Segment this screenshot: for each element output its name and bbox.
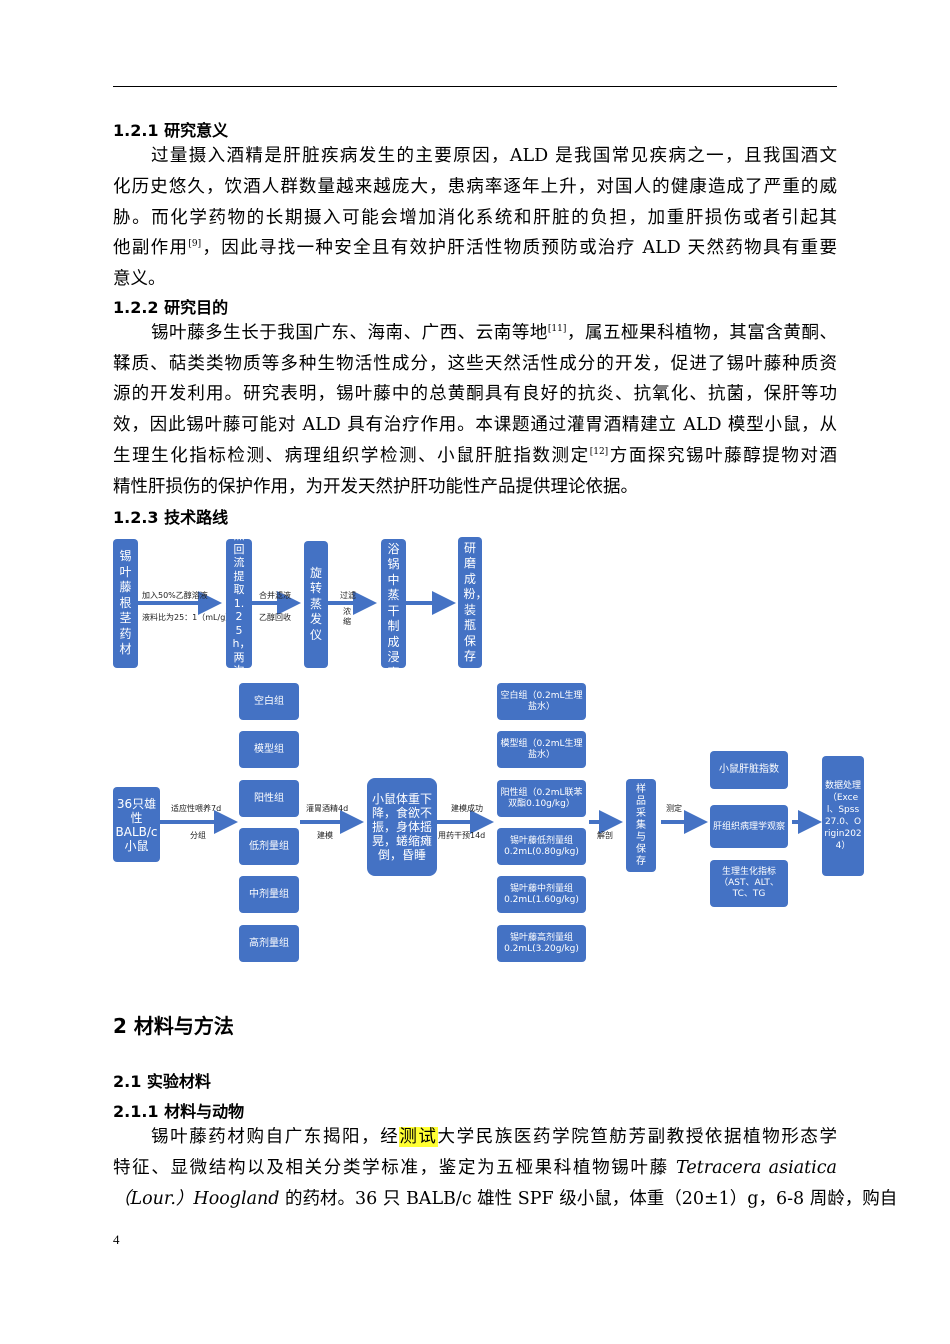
para-line: 胁。而化学药物的长期摄入可能会增加消化系统和肝脏的负担，加重肝损伤或者引起其	[113, 208, 837, 228]
citation-9: [9]	[188, 239, 202, 249]
label-dissect: 解剖	[597, 831, 613, 840]
box-treat-mid: 锡叶藤中剂量组0.2mL(1.60g/kg)	[497, 876, 586, 913]
box-group-blank: 空白组	[239, 683, 299, 720]
label-treat: 用药干预14d	[438, 831, 486, 840]
box-histopathology: 肝组织病理学观察	[710, 805, 788, 848]
box-water-bath: 水浴锅中蒸干制成浸膏	[381, 526, 406, 680]
box-rotary: 旋转蒸发仪	[304, 541, 328, 668]
heading-1-2-3: 1.2.3 技术路线	[113, 508, 229, 527]
highlight-text: 测试	[399, 1127, 438, 1147]
label-build-model: 建模	[317, 831, 333, 840]
label-concentrate: 浓缩	[343, 607, 351, 626]
para-line: （Lour.）Hoogland 的药材。36 只 BALB/c 雄性 SPF 级…	[113, 1189, 898, 1209]
heading-2-1: 2.1 实验材料	[113, 1072, 211, 1091]
box-sample: 样品采集与保存	[626, 779, 656, 872]
para-line: 效，因此锡叶藤可能对 ALD 具有治疗作用。本课题通过灌胃酒精建立 ALD 模型…	[113, 415, 837, 435]
label-model-success: 建模成功	[451, 804, 483, 813]
box-group-model: 模型组	[239, 731, 299, 768]
heading-1-2-2: 1.2.2 研究目的	[113, 298, 229, 317]
label-combine: 合并滤液	[259, 591, 291, 600]
para-line: 他副作用[9]，因此寻找一种安全且有效护肝活性物质预防或治疗 ALD 天然药物具…	[113, 238, 838, 258]
para-line: 锡叶藤药材购自广东揭阳，经测试大学民族医药学院笪舫芳副教授依据植物形态学	[151, 1127, 838, 1147]
label-adapt: 适应性喂养7d	[171, 804, 222, 813]
label-ethanol: 加入50%乙醇溶液	[142, 591, 208, 600]
para-line: 精性肝损伤的保护作用，为开发天然护肝功能性产品提供理论依据。	[113, 477, 638, 497]
box-group-high: 高剂量组	[239, 925, 299, 962]
box-mice: 36只雄性BALB/c小鼠	[113, 787, 160, 862]
box-biochem: 生理生化指标（AST、ALT、TC、TG	[710, 860, 788, 907]
box-data-processing: 数据处理（Excel、Spss 27.0、Origin2024）	[822, 756, 864, 876]
label-group: 分组	[190, 831, 206, 840]
box-group-positive: 阳性组	[239, 780, 299, 817]
heading-2: 2 材料与方法	[113, 1014, 234, 1038]
para-line: 特征、显微结构以及相关分类学标准，鉴定为五桠果科植物锡叶藤 Tetracera …	[113, 1158, 837, 1178]
heading-2-1-1: 2.1.1 材料与动物	[113, 1102, 245, 1121]
box-herb-material: 锡叶藤根茎药材	[113, 539, 138, 668]
box-treat-blank: 空白组（0.2mL生理盐水）	[497, 683, 586, 720]
citation-11: [11]	[547, 324, 567, 334]
label-measure: 测定	[666, 804, 682, 813]
para-line: 过量摄入酒精是肝脏疾病发生的主要原因，ALD 是我国常见疾病之一，且我国酒文	[151, 146, 837, 166]
box-group-low: 低剂量组	[239, 828, 299, 865]
label-filter: 过滤	[340, 591, 356, 600]
heading-1-2-1: 1.2.1 研究意义	[113, 121, 229, 140]
para-line: 化历史悠久，饮酒人群数量越来越庞大，患病率逐年上升，对国人的健康造成了严重的威	[113, 177, 837, 197]
citation-12: [12]	[589, 447, 609, 457]
para-line: 鞣质、萜类类物质等多种生物活性成分，这些天然活性成分的开发，促进了锡叶藤种质资	[113, 354, 837, 374]
box-group-mid: 中剂量组	[239, 876, 299, 913]
page-number: 4	[113, 1232, 120, 1247]
label-ratio: 液料比为25：1（mL/g）	[142, 613, 234, 622]
box-treat-high: 锡叶藤高剂量组0.2mL(3.20g/kg)	[497, 925, 586, 962]
para-line: 锡叶藤多生长于我国广东、海南、广西、云南等地[11]，属五桠果科植物，其富含黄酮…	[151, 323, 838, 343]
species-author: （Lour.）Hoogland	[113, 1189, 280, 1209]
para-line: 生理生化指标检测、病理组织学检测、小鼠肝脏指数测定[12]方面探究锡叶藤醇提物对…	[113, 446, 838, 466]
label-alcohol: 灌胃酒精4d	[306, 804, 349, 813]
box-treat-model: 模型组（0.2mL生理盐水）	[497, 731, 586, 768]
box-treat-positive: 阳性组（0.2mL联苯双酯0.10g/kg）	[497, 780, 586, 817]
label-recovery: 乙醇回收	[259, 613, 291, 622]
box-treat-low: 锡叶藤低剂量组0.2mL(0.80g/kg)	[497, 828, 586, 865]
box-grind: 研磨成粉，装瓶保存	[458, 537, 488, 668]
box-liver-index: 小鼠肝脏指数	[710, 751, 788, 789]
header-rule	[113, 86, 837, 87]
species-name: Tetracera asiatica	[676, 1158, 837, 1178]
para-line: 意义。	[113, 269, 166, 289]
box-reflux: 热回流提取1.25h，两次	[226, 529, 252, 677]
para-line: 源的开发利用。研究表明，锡叶藤中的总黄酮具有良好的抗炎、抗氧化、抗菌，保肝等功	[113, 384, 837, 404]
box-symptoms: 小鼠体重下降，食欲不振，身体摇晃，蜷缩瘫倒，昏睡	[367, 778, 437, 876]
